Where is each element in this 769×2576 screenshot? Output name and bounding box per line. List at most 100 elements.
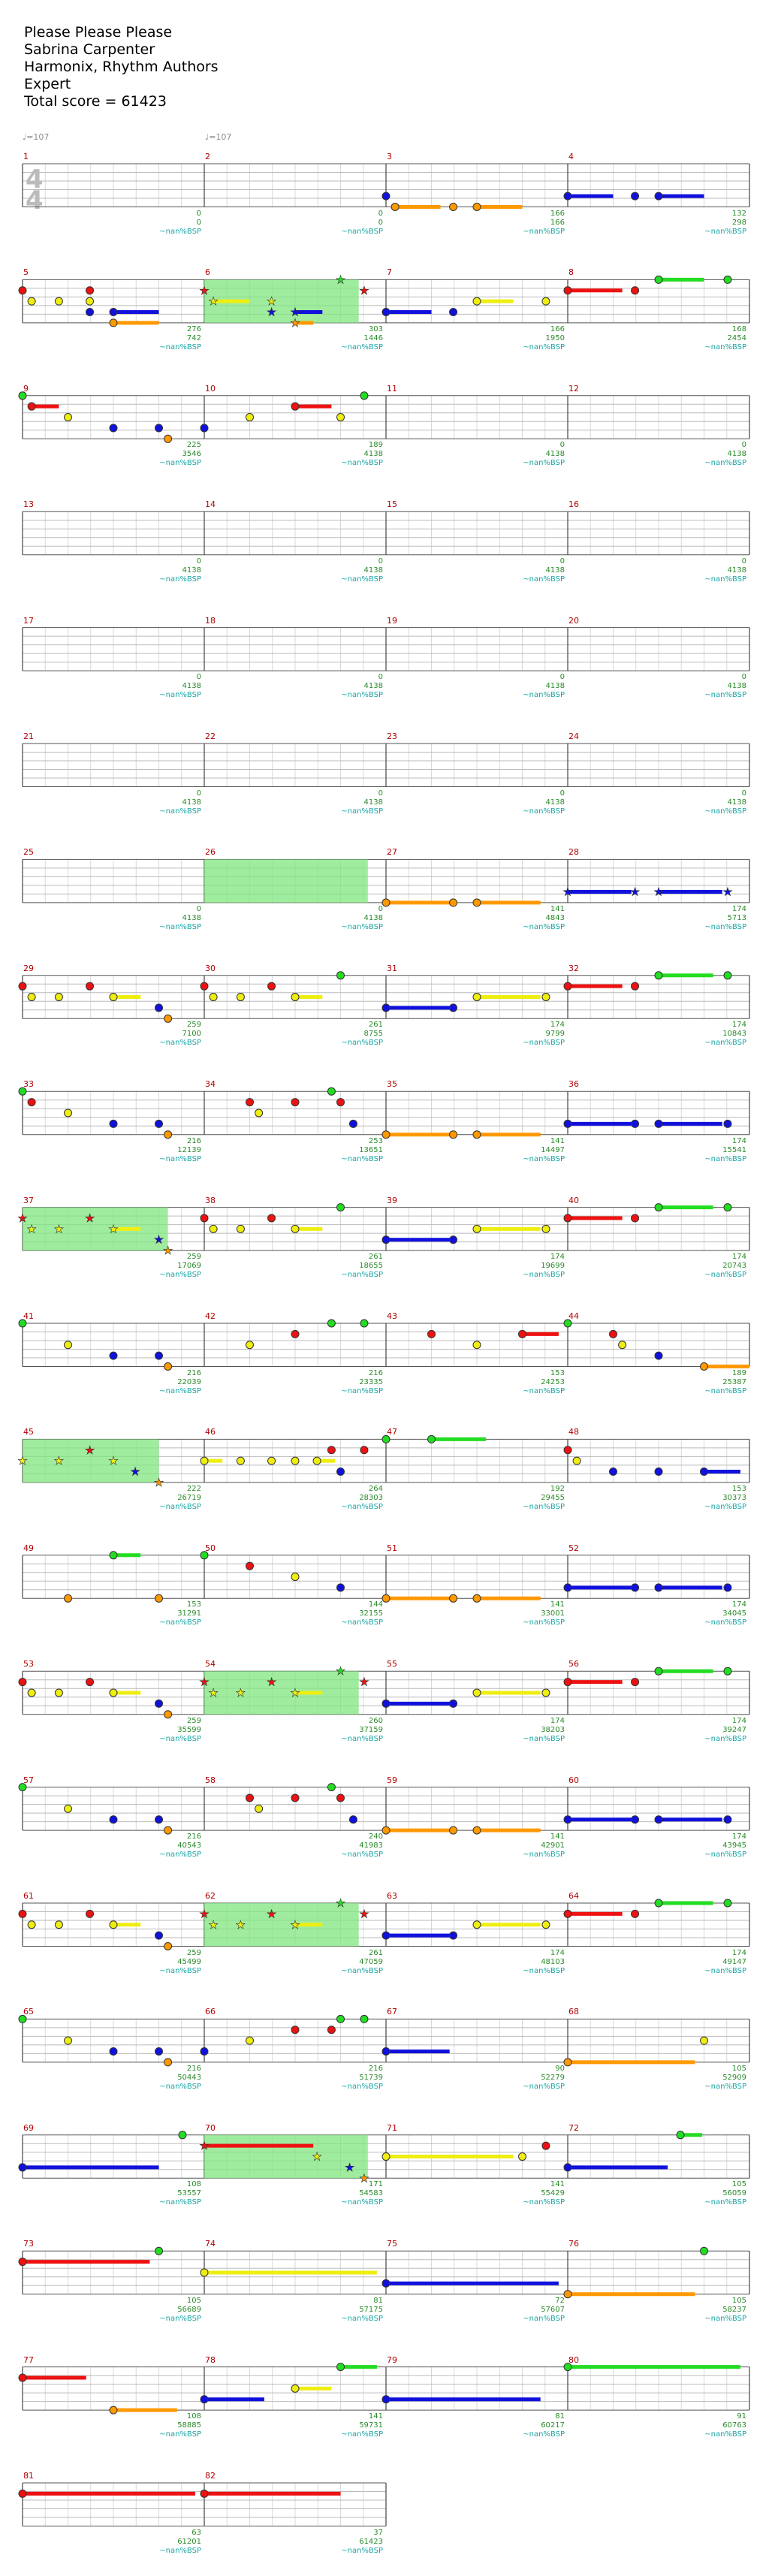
note-gem <box>563 1119 572 1128</box>
measure-score: 303 <box>368 324 383 333</box>
note-gem <box>449 1594 458 1603</box>
note <box>246 1341 254 1350</box>
note-gem <box>336 1098 345 1107</box>
bsp-label: ~nan%BSP <box>159 691 201 700</box>
note-gem <box>164 1710 173 1719</box>
note: ★ <box>722 885 733 899</box>
note-gem <box>449 1130 458 1139</box>
measure-score: 0 <box>196 557 201 566</box>
note: ★ <box>85 1443 95 1457</box>
bsp-label: ~nan%BSP <box>341 2082 383 2091</box>
cumulative-score: 45499 <box>177 1957 201 1966</box>
note <box>723 1667 732 1676</box>
note <box>109 1920 141 1929</box>
note-gem <box>200 2268 209 2277</box>
cumulative-score: 20743 <box>722 1262 746 1271</box>
note: ★ <box>130 1464 140 1479</box>
note-gem <box>472 203 481 211</box>
measure-number: 30 <box>205 963 216 973</box>
note <box>723 1815 732 1824</box>
measure-number: 3 <box>387 152 392 161</box>
measure-number: 79 <box>387 2354 397 2365</box>
note: ★ <box>267 294 277 309</box>
note <box>27 1098 36 1107</box>
note-gem <box>572 1456 581 1465</box>
staff-row <box>22 2250 750 2295</box>
note-gem <box>472 1920 481 1929</box>
note-gem <box>381 308 391 317</box>
bsp-label: ~nan%BSP <box>704 2314 746 2323</box>
note <box>654 192 704 201</box>
measure-score: 174 <box>550 1948 565 1957</box>
note-gem <box>246 413 254 422</box>
cumulative-score: 32155 <box>359 1609 383 1618</box>
note-gem <box>381 2152 391 2161</box>
note-gem <box>155 1594 163 1603</box>
cumulative-score: 4138 <box>182 566 201 575</box>
bsp-label: ~nan%BSP <box>341 459 383 468</box>
note-gem <box>27 1920 36 1929</box>
cumulative-score: 25387 <box>722 1377 746 1386</box>
bsp-label: ~nan%BSP <box>341 1154 383 1163</box>
measure-number: 28 <box>568 847 579 858</box>
note <box>291 1456 300 1465</box>
note-gem <box>291 993 300 1002</box>
note <box>246 2036 254 2045</box>
star-note: ★ <box>359 284 369 297</box>
bsp-label: ~nan%BSP <box>341 1966 383 1975</box>
note <box>563 1446 572 1455</box>
note <box>18 2014 27 2023</box>
measure-score: 253 <box>368 1136 383 1145</box>
measure-score: 0 <box>378 904 383 913</box>
note <box>631 982 640 991</box>
note-gem <box>700 2036 708 2045</box>
cumulative-score: 59731 <box>359 2421 383 2430</box>
note <box>246 1098 254 1107</box>
note <box>609 1329 617 1338</box>
bsp-label: ~nan%BSP <box>159 1154 201 1163</box>
note-gem <box>18 1783 27 1792</box>
measure-number: 39 <box>387 1195 397 1205</box>
staff-row <box>22 279 750 324</box>
note-gem <box>472 1688 481 1697</box>
note-gem <box>563 2163 572 2172</box>
measure-number: 68 <box>568 2007 579 2017</box>
note-gem <box>18 982 27 991</box>
measure-score: 189 <box>731 1368 746 1377</box>
note-gem <box>472 1224 481 1233</box>
bsp-label: ~nan%BSP <box>341 807 383 816</box>
note <box>336 413 345 422</box>
note-gem <box>563 192 572 201</box>
measure-score: 0 <box>196 209 201 218</box>
cumulative-score: 60217 <box>541 2421 565 2430</box>
measure-number: 58 <box>205 1775 216 1785</box>
note <box>472 1594 541 1603</box>
note <box>449 898 458 907</box>
note <box>54 297 63 306</box>
note <box>109 1351 118 1360</box>
star-note: ★ <box>85 1211 95 1225</box>
measure-number: 17 <box>23 615 34 626</box>
note <box>209 993 218 1002</box>
cumulative-score: 24253 <box>541 1377 565 1386</box>
note: ★ <box>653 885 722 899</box>
staff-row <box>22 163 750 207</box>
note-gem <box>449 203 458 211</box>
note-gem <box>654 1203 663 1212</box>
note <box>291 1098 300 1107</box>
measure-number: 59 <box>387 1775 397 1785</box>
cumulative-score: 4138 <box>545 798 565 807</box>
note <box>200 2268 377 2277</box>
note-gem <box>723 1667 732 1676</box>
note-gem <box>164 1014 173 1023</box>
note-gem <box>631 1909 640 1918</box>
note-gem <box>64 1594 72 1603</box>
measure-score: 259 <box>186 1253 201 1262</box>
bsp-label: ~nan%BSP <box>341 227 383 236</box>
cumulative-score: 47059 <box>359 1957 383 1966</box>
note-gem <box>200 1551 209 1560</box>
note <box>291 2026 300 2035</box>
cumulative-score: 58237 <box>722 2305 746 2314</box>
note-gem <box>27 1098 36 1107</box>
bsp-label: ~nan%BSP <box>523 227 565 236</box>
